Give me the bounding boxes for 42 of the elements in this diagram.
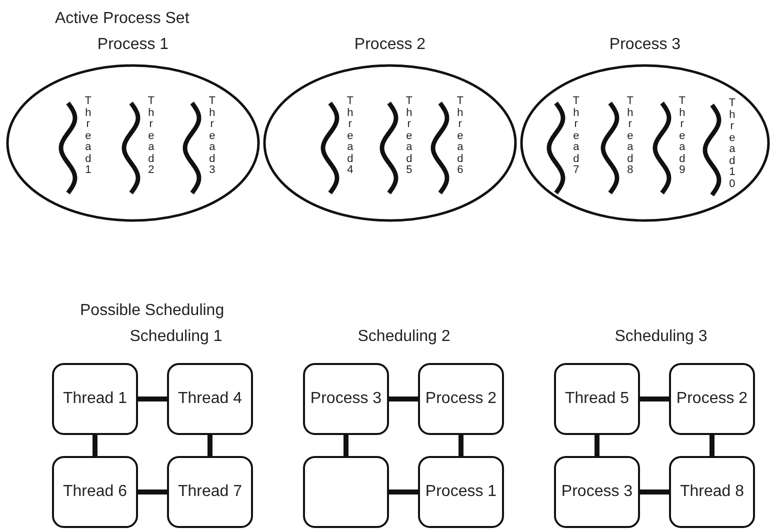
schedule-slot: Thread 6 (52, 456, 138, 528)
thread-label: Thread 6 (456, 96, 464, 177)
section-heading: Active Process Set (55, 10, 190, 28)
thread-label: Thread 5 (405, 96, 414, 177)
thread-label: Thread 2 (147, 96, 156, 177)
connector-line (458, 435, 464, 456)
scheduling-heading: Scheduling 2 (358, 328, 450, 346)
connector-line (389, 490, 418, 494)
scheduling-heading: Scheduling 1 (130, 328, 222, 346)
process-heading: Process 1 (96, 36, 170, 54)
thread-label: Thread 4 (346, 96, 354, 177)
scheduling-heading: Scheduling 3 (614, 328, 708, 346)
schedule-slot: Process 2 (418, 363, 504, 435)
schedule-slot: Thread 7 (167, 456, 253, 528)
connector-line (138, 396, 167, 402)
schedule-slot: Process 1 (418, 456, 504, 528)
connector-line (710, 435, 714, 456)
thread-label: Thread 8 (626, 96, 634, 177)
connector-line (92, 435, 98, 456)
empty-schedule-slot (303, 456, 389, 528)
connector-line (344, 435, 348, 456)
connector-line (594, 435, 600, 456)
section-heading: Possible Scheduling (80, 302, 224, 320)
schedule-slot: Process 3 (303, 363, 389, 435)
thread-label: Thread 7 (572, 96, 580, 177)
schedule-slot: Thread 8 (669, 456, 755, 528)
connector-line (208, 435, 212, 456)
thread-label: Thread 10 (728, 98, 736, 190)
schedule-slot: Process 3 (554, 456, 640, 528)
process-heading: Process 2 (353, 36, 427, 54)
connector-line (640, 396, 669, 402)
thread-label: Thread 3 (208, 96, 216, 177)
schedule-slot: Thread 1 (52, 363, 138, 435)
process-heading: Process 3 (608, 36, 682, 54)
schedule-slot: Process 2 (669, 363, 755, 435)
connector-line (138, 490, 167, 494)
thread-label: Thread 9 (678, 96, 686, 177)
schedule-slot: Thread 4 (167, 363, 253, 435)
thread-label: Thread 1 (84, 96, 92, 177)
connector-line (640, 490, 669, 494)
connector-line (389, 396, 418, 402)
schedule-slot: Thread 5 (554, 363, 640, 435)
